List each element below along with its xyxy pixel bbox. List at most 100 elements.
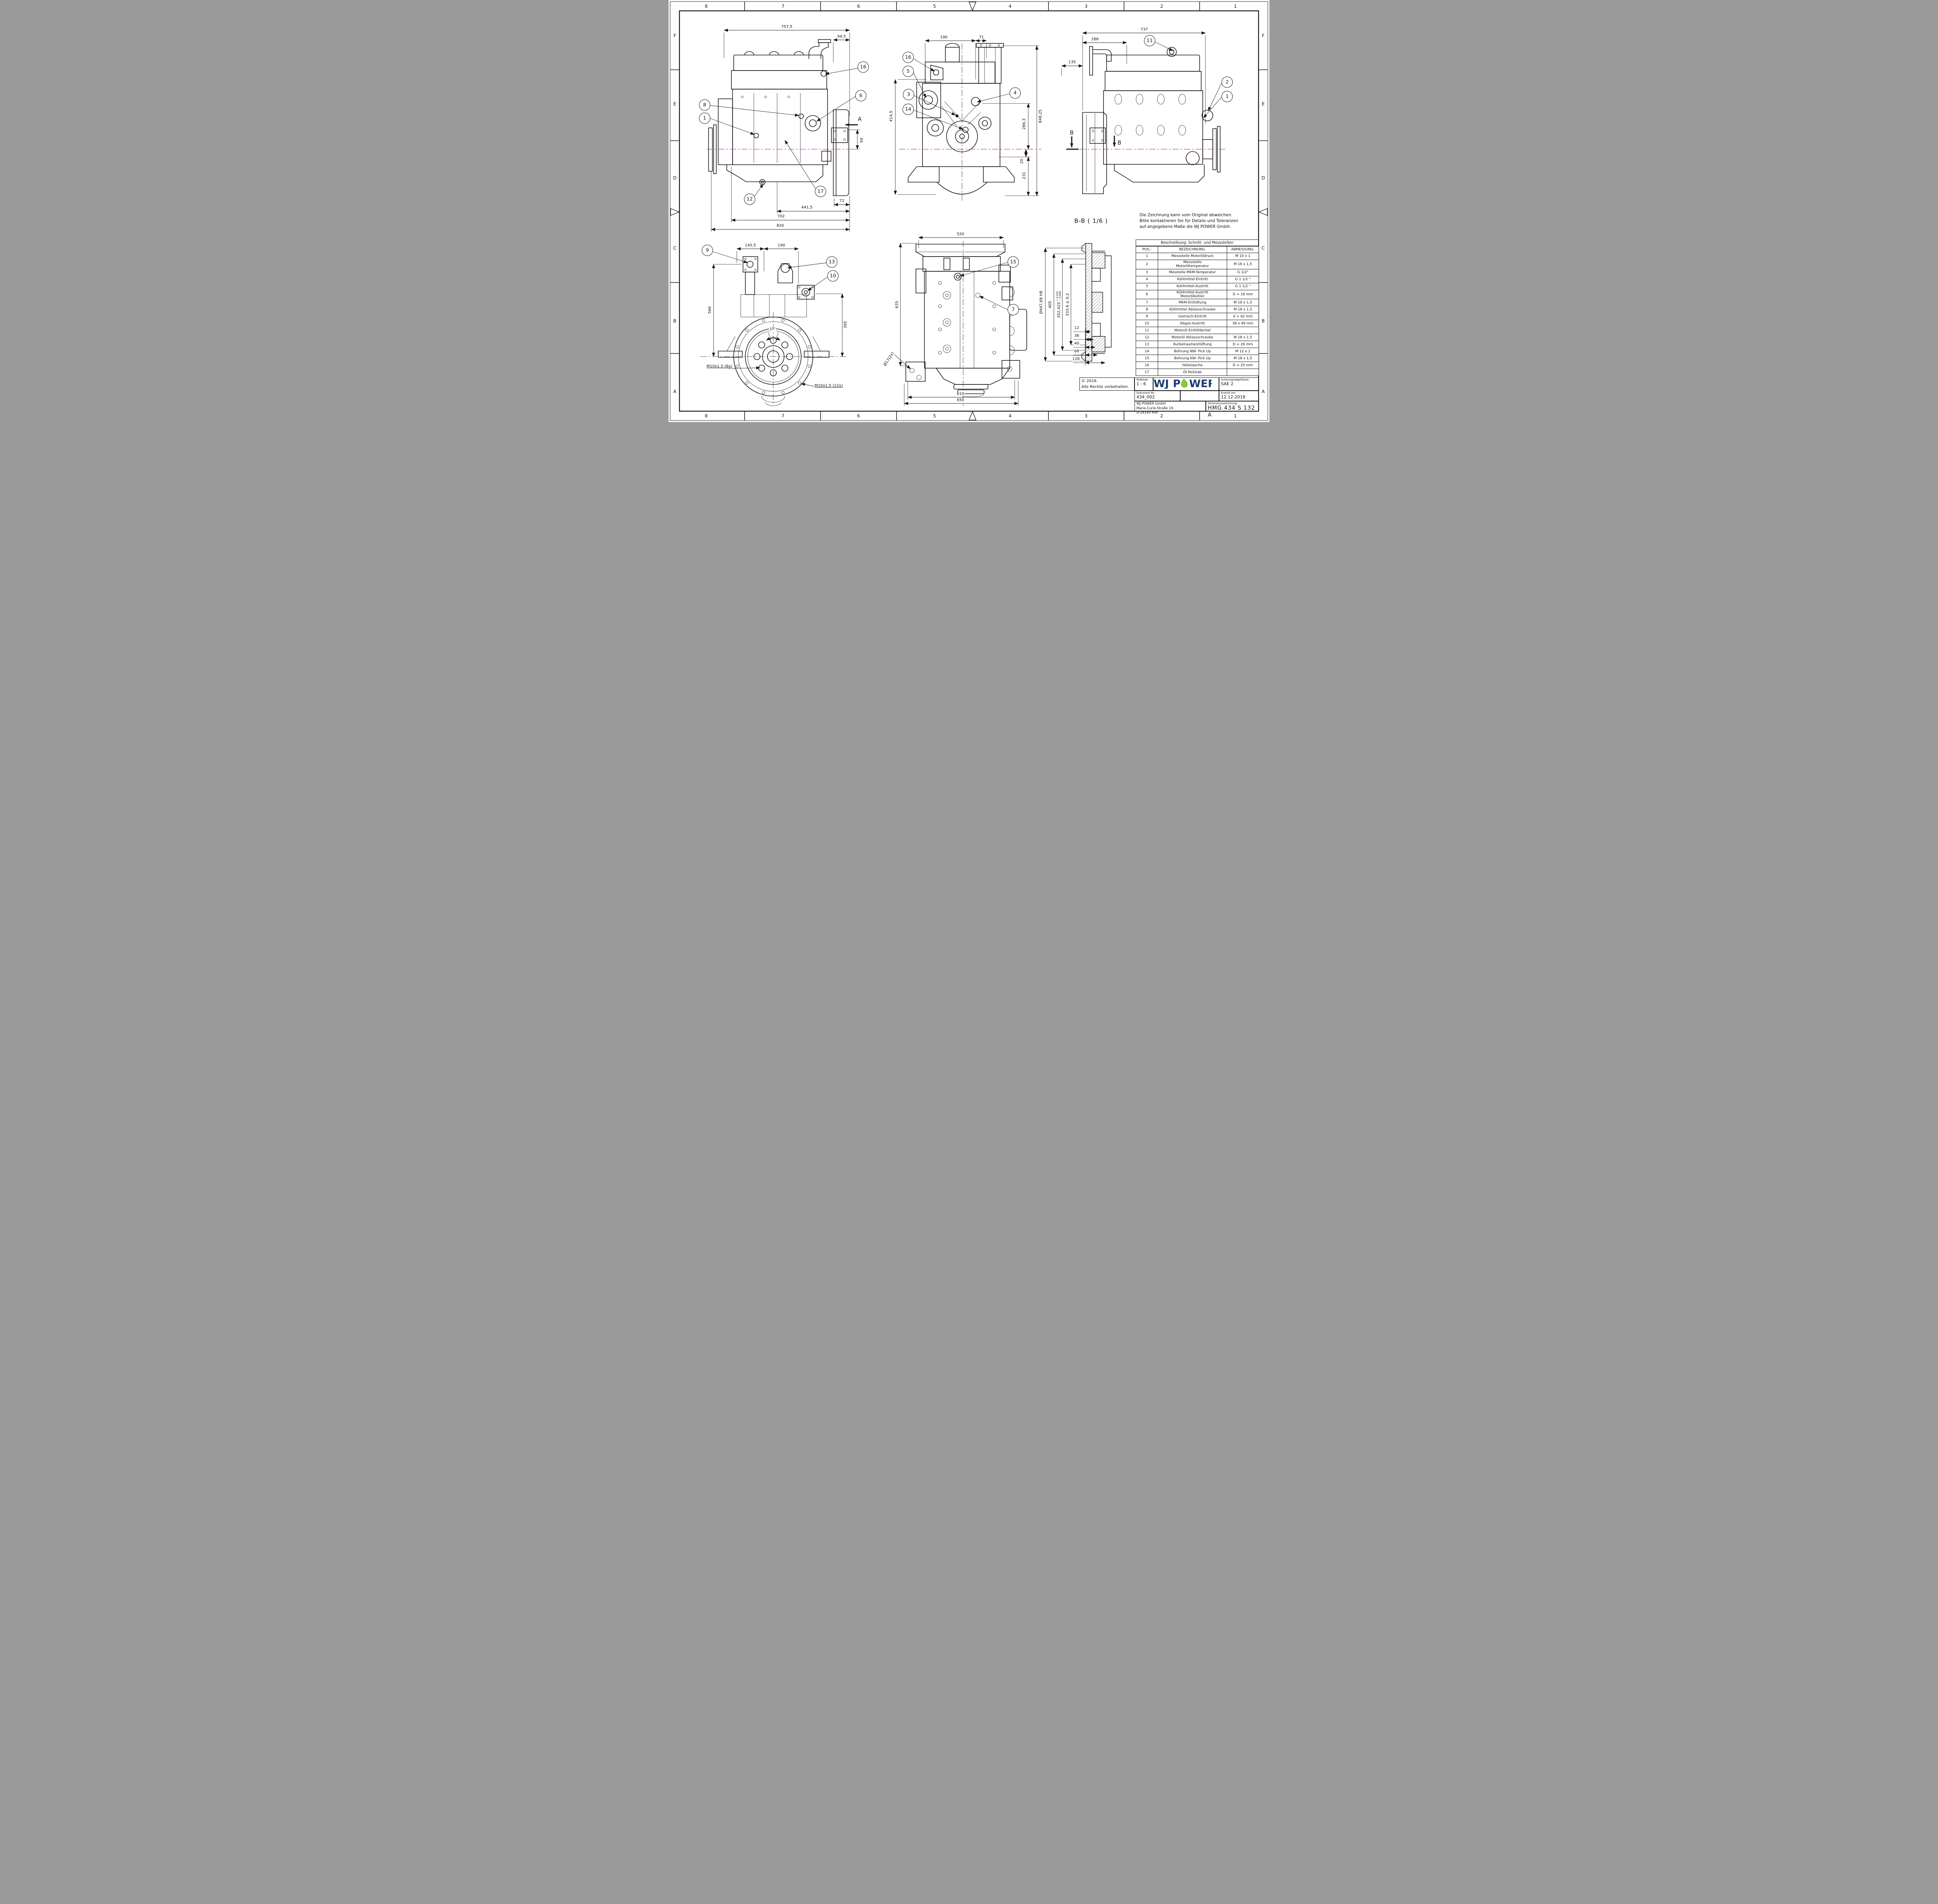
dim-label: 757,5 (781, 25, 793, 29)
table-row: 16 Hebelasche D = 25 mm (1136, 362, 1259, 369)
callout-balloon: 1 (699, 112, 710, 124)
cell-pos: 6 (1136, 289, 1158, 300)
border-col: 2 (1160, 3, 1163, 9)
cell-dim: M 10 x 1 (1227, 253, 1259, 260)
border-col: 5 (933, 413, 936, 419)
cell-pos: 7 (1136, 299, 1158, 307)
cell-pos: 14 (1136, 348, 1158, 355)
dim-label: 20 (1020, 158, 1024, 164)
dim-label: 12 (1074, 326, 1080, 330)
dim-label: 190 (940, 35, 948, 40)
callout-balloon: 11 (1144, 35, 1155, 47)
table-row: 14 Bohrung NW- Pick Up M 12 x 1 (1136, 348, 1259, 355)
cell-dim: 38 x 49 mm (1227, 320, 1259, 327)
copyright-cell: © 2018.Alle Rechte vorbehalten. (1079, 377, 1135, 391)
dim-label: 128 (1072, 357, 1080, 361)
cell-name: Kurbelraumentlüftung (1158, 341, 1227, 348)
border-col: 7 (781, 3, 785, 9)
cell-pos: 4 (1136, 276, 1158, 283)
scale-cell: Maßstab: 1 : 6 (1135, 377, 1153, 391)
cell-dim: D = 16 mm (1227, 289, 1259, 300)
cell-pos: 8 (1136, 306, 1158, 314)
cell-pos: 9 (1136, 313, 1158, 320)
cell-name: Messstelle Motoröltemperatur (1158, 260, 1227, 269)
table-row: 9 Gemisch-Eintritt d = 42 mm (1136, 313, 1259, 320)
flywheel-housing-cell: Schwungradgehäuse: SAE 2 (1219, 377, 1259, 391)
cell-pos: 17 (1136, 369, 1158, 376)
callout-balloon: 13 (826, 256, 838, 268)
drawing-number-cell: Dimensionszeichnung: HMG 434 S 132 A (1206, 401, 1259, 418)
dim-label: 566 (708, 306, 712, 314)
dim-label: 333,4 ± 0,2 (1066, 293, 1070, 317)
cell-name: Öl-Peilstab (1158, 369, 1227, 376)
border-col: 7 (781, 413, 785, 419)
dim-label: 71 (978, 35, 985, 40)
border-row: F (673, 33, 676, 38)
border-row: C (673, 245, 677, 251)
dim-label: 635 (895, 300, 899, 309)
cell-pos: 10 (1136, 320, 1158, 327)
dim-label: 59 (860, 137, 864, 143)
table-row: 1 Messstelle Motoröldruck M 10 x 1 (1136, 253, 1259, 260)
border-col: 4 (1009, 3, 1012, 9)
callout-balloon: 16 (857, 61, 869, 73)
col-header-abmessung: ABMESSUNG. (1227, 246, 1259, 253)
border-col: 4 (1009, 413, 1012, 419)
dim-label: 286 (1091, 37, 1099, 41)
section-letter: B (1070, 130, 1074, 136)
cell-dim: M 18 x 1,5 (1227, 299, 1259, 307)
cell-pos: 16 (1136, 362, 1158, 369)
cell-pos: 1 (1136, 253, 1158, 260)
dim-label: 820 (776, 224, 785, 228)
border-row: A (1262, 389, 1265, 394)
table-row: 7 MKM-Entlüftung M 18 x 1,5 (1136, 299, 1259, 307)
border-col: 3 (1085, 413, 1088, 419)
dim-label: 441,5 (801, 205, 813, 210)
border-col: 1 (1234, 413, 1237, 419)
thread-label: M10x1.5 (12x) (814, 384, 843, 388)
border-row: B (673, 318, 676, 324)
border-col: 2 (1160, 413, 1163, 419)
dim-label: 40 (1074, 341, 1080, 346)
callout-balloon: 9 (702, 245, 713, 256)
cell-pos: 3 (1136, 269, 1158, 276)
dim-label: 702 (777, 214, 785, 219)
thread-label: M10x1.5 (8x) (706, 364, 733, 369)
border-col: 6 (857, 413, 860, 419)
cell-pos: 13 (1136, 341, 1158, 348)
cell-dim: D = 25 mm (1227, 362, 1259, 369)
table-row: 10 Abgas-Austritt 38 x 49 mm (1136, 320, 1259, 327)
dim-label: 68 (1074, 349, 1080, 353)
dim-label: 405 (1048, 300, 1052, 309)
measurement-table: POS.: BEZEICHNUNG. ABMESSUNG. 1 Messstel… (1136, 246, 1259, 376)
cell-name: Gemisch-Eintritt (1158, 313, 1227, 320)
col-header-pos: POS.: (1136, 246, 1158, 253)
empty-cell (1180, 391, 1219, 401)
callout-balloon: 7 (1007, 304, 1019, 315)
cell-name: Kühlmittel-Austritt Motorölkühler (1158, 289, 1227, 300)
callout-balloon: 4 (1009, 87, 1021, 99)
cell-name: Bohrung NW- Pick Up (1158, 348, 1227, 355)
cell-dim: G 1 1/2 " (1227, 276, 1259, 283)
table-row: 11 Motoröl Einfülldeckel (1136, 327, 1259, 334)
cell-name: Motoröl Einfülldeckel (1158, 327, 1227, 334)
table-row: 2 Messstelle Motoröltemperatur M 16 x 1,… (1136, 260, 1259, 269)
callout-balloon: 12 (744, 193, 755, 205)
logo-cell: WJ P WER (1153, 377, 1219, 391)
callout-balloon: 8 (699, 99, 710, 111)
dim-label: 145,5 (744, 243, 757, 248)
table-row: 3 Messtelle MKM-Temperatur G 1/2" (1136, 269, 1259, 276)
table-row: 12 Motoröl Ablassschraube M 18 x 1,5 (1136, 334, 1259, 341)
cell-pos: 5 (1136, 283, 1158, 290)
table-row: 5 Kühlmittel-Austritt G 1 1/2 " (1136, 283, 1259, 290)
section-title: B-B ( 1/6 ) (1074, 217, 1108, 224)
border-col: 6 (857, 3, 860, 9)
cell-name: Kühlmittel-Eintritt (1158, 276, 1227, 283)
table-row: 4 Kühlmittel-Eintritt G 1 1/2 " (1136, 276, 1259, 283)
logo-wer-text: WER (1189, 378, 1212, 389)
dim-label: Ø447,68 H8 (1039, 290, 1043, 314)
company-cell: WJ POWER GmbH Marie-Curie-Straße 19 D-24… (1135, 401, 1206, 415)
border-row: E (673, 101, 676, 107)
cell-dim: G 1/2" (1227, 269, 1259, 276)
border-row: C (1261, 245, 1265, 251)
